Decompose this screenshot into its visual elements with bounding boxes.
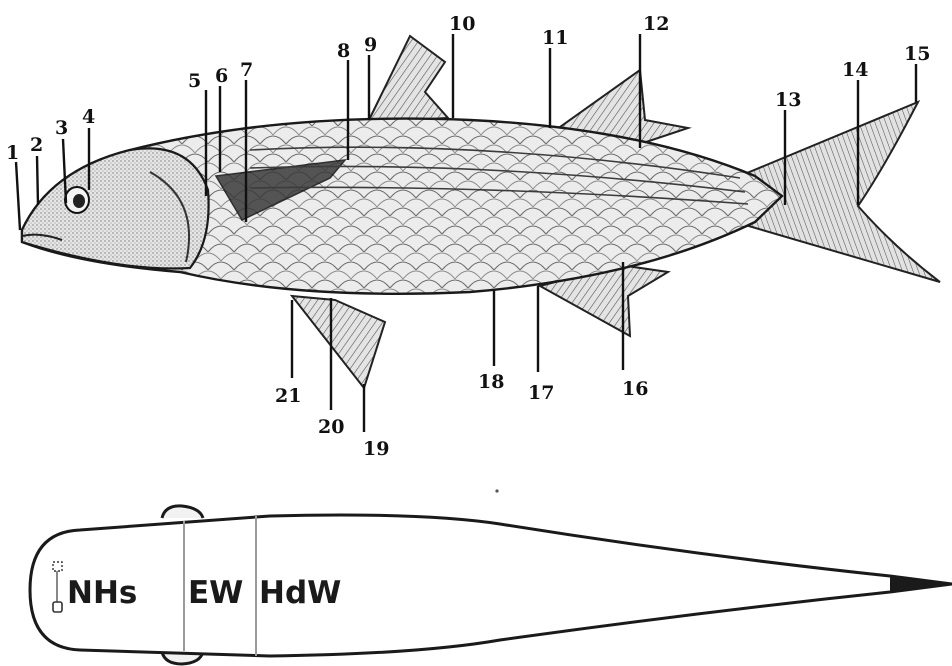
label-17: 17 [528,382,554,404]
label-13: 13 [775,89,801,111]
label-9: 9 [364,34,377,56]
fish-head [22,148,209,268]
label-5: 5 [188,70,201,92]
left-eye-bump [162,506,203,518]
label-10: 10 [449,13,475,35]
label-12: 12 [643,13,669,35]
label-4: 4 [82,106,95,128]
top-view-outline [30,515,952,656]
stray-dot [495,489,498,492]
label-3: 3 [55,117,68,139]
label-6: 6 [215,65,228,87]
label-16: 16 [622,378,648,400]
label-20: 20 [318,416,344,438]
eye [65,187,89,213]
label-18: 18 [478,371,504,393]
label-14: 14 [842,59,868,81]
label-21: 21 [275,385,301,407]
fish-side-view [22,36,940,388]
fish-top-view: NHs EW HdW [30,506,952,664]
label-2: 2 [30,134,43,156]
label-8: 8 [337,40,350,62]
label-19: 19 [363,438,389,460]
label-11: 11 [542,27,568,49]
label-nhs: NHs [67,575,137,611]
label-hdw: HdW [259,575,341,611]
label-1: 1 [6,142,19,164]
pelvic-fin [292,296,385,388]
label-ew: EW [188,575,243,611]
label-7: 7 [240,59,253,81]
first-dorsal-fin [368,36,448,122]
label-15: 15 [904,43,930,65]
